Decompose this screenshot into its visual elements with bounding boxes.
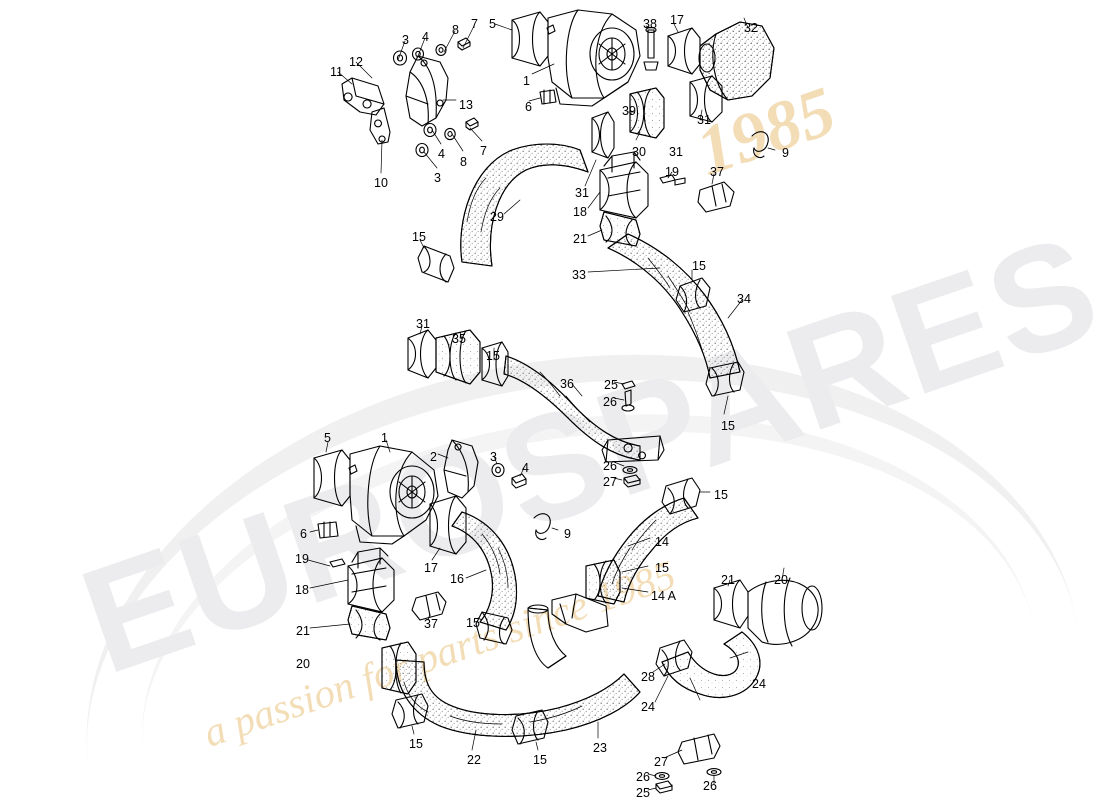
callout-number: 20	[774, 573, 788, 587]
callout-number: 23	[593, 741, 607, 755]
callout-number: 38	[643, 17, 657, 31]
callout-number: 25	[636, 786, 650, 800]
callout-number: 4	[522, 461, 529, 475]
callout-number: 15	[655, 561, 669, 575]
callout-number: 19	[295, 552, 309, 566]
callout-number: 3	[490, 450, 497, 464]
callout-number: 2	[430, 450, 437, 464]
callout-number: 15	[466, 616, 480, 630]
callout-number: 19	[665, 165, 679, 179]
callout-number: 12	[349, 55, 363, 69]
callout-number: 27	[654, 755, 668, 769]
callout-number: 17	[424, 561, 438, 575]
callout-number: 14	[655, 535, 669, 549]
callout-number: 32	[744, 21, 758, 35]
callout-number: 4	[422, 30, 429, 44]
callout-number: 1	[523, 74, 530, 88]
callout-number: 36	[560, 377, 574, 391]
callout-number: 31	[697, 113, 711, 127]
callout-number: 22	[467, 753, 481, 767]
callout-number: 16	[450, 572, 464, 586]
callout-number: 26	[636, 770, 650, 784]
callout-number: 29	[490, 210, 504, 224]
callout-number: 1	[381, 431, 388, 445]
callout-number: 3	[434, 171, 441, 185]
callout-number: 15	[714, 488, 728, 502]
callout-number: 6	[300, 527, 307, 541]
callout-number: 24	[752, 677, 766, 691]
callout-number: 35	[452, 332, 466, 346]
callout-number: 8	[460, 155, 467, 169]
callout-number: 15	[721, 419, 735, 433]
callout-number: 31	[575, 186, 589, 200]
callout-number: 28	[641, 670, 655, 684]
callout-number: 7	[471, 17, 478, 31]
callout-number: 15	[533, 753, 547, 767]
callout-number: 31	[669, 145, 683, 159]
callout-number: 26	[603, 395, 617, 409]
callout-number: 14 A	[651, 589, 677, 603]
callout-number: 21	[573, 232, 587, 246]
callout-number: 21	[721, 573, 735, 587]
callout-number: 26	[703, 779, 717, 793]
callout-number: 13	[459, 98, 473, 112]
callout-number: 10	[374, 176, 388, 190]
callout-number: 8	[452, 23, 459, 37]
callout-number: 39	[622, 104, 636, 118]
callout-number: 24	[641, 700, 655, 714]
callout-number: 9	[564, 527, 571, 541]
callout-number: 25	[604, 378, 618, 392]
callout-number: 11	[330, 65, 343, 79]
callout-number: 31	[416, 317, 430, 331]
callout-number: 34	[737, 292, 751, 306]
callout-number: 7	[480, 144, 487, 158]
callout-number: 27	[603, 475, 617, 489]
callout-number: 4	[438, 147, 445, 161]
callout-number: 5	[324, 431, 331, 445]
callout-number: 37	[424, 617, 438, 631]
callout-number: 15	[486, 349, 500, 363]
callout-number: 5	[489, 17, 496, 31]
callout-number: 21	[296, 624, 310, 638]
callout-number: 9	[782, 146, 789, 160]
callout-number: 18	[295, 583, 309, 597]
callout-number: 37	[710, 165, 724, 179]
callout-number: 3	[402, 33, 409, 47]
callout-number: 30	[632, 145, 646, 159]
callout-number: 15	[409, 737, 423, 751]
callout-number: 15	[412, 230, 426, 244]
callout-number: 33	[572, 268, 586, 282]
callout-number: 6	[525, 100, 532, 114]
callout-number: 17	[670, 13, 684, 27]
callout-number: 15	[692, 259, 706, 273]
callout-number: 26	[603, 459, 617, 473]
callout-number: 18	[573, 205, 587, 219]
callout-number: 20	[296, 657, 310, 671]
